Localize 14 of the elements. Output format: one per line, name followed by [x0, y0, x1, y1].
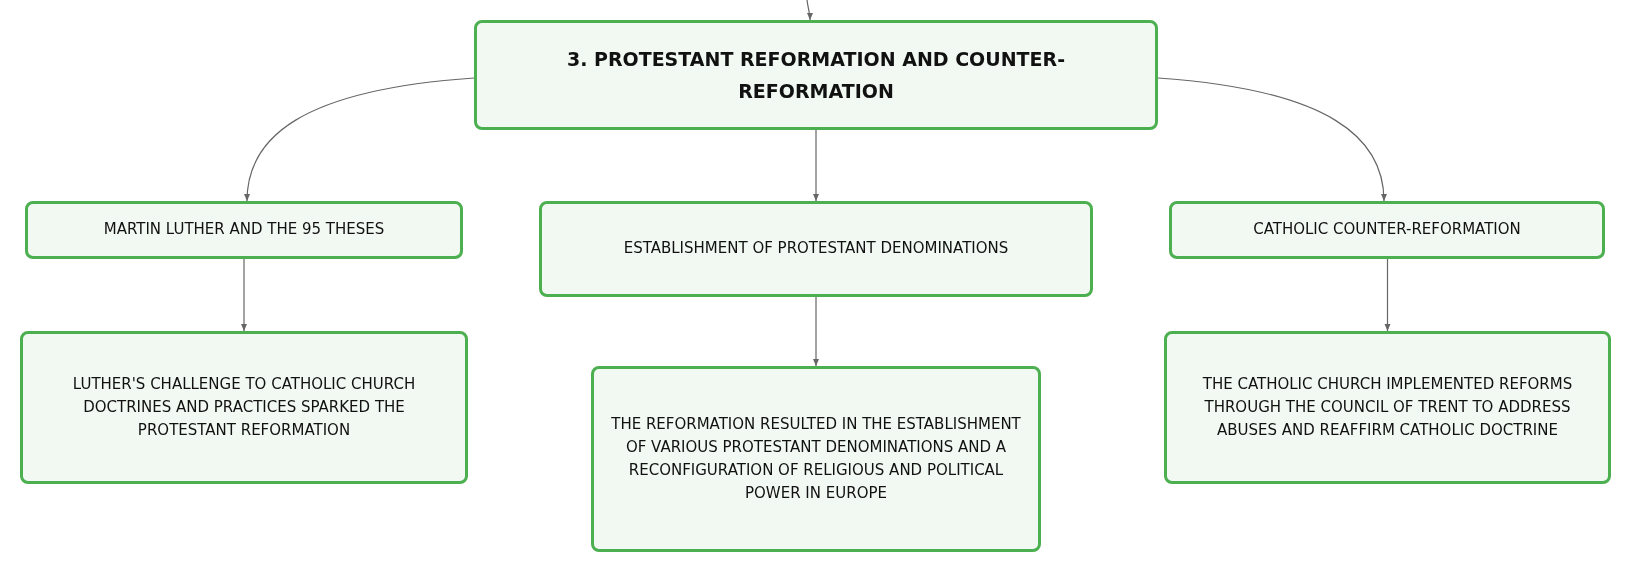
connector-arrow — [813, 296, 819, 367]
connector-arrow — [244, 77, 475, 202]
topic-box: 3. PROTESTANT REFORMATION AND COUNTER-REFORMATION — [474, 20, 1158, 130]
subtopic-box: ESTABLISHMENT OF PROTESTANT DENOMINATIONS — [539, 201, 1093, 297]
subtopic-box: THE CATHOLIC CHURCH IMPLEMENTED REFORMS THROUGH THE COUNCIL OF TRENT TO ADDRESS ABUSES AND REAFFIRM CATHOLIC DOCTRINE — [1164, 331, 1611, 484]
subtopic-box: CATHOLIC COUNTER-REFORMATION — [1169, 201, 1605, 259]
subtopic-box: LUTHER'S CHALLENGE TO CATHOLIC CHURCH DOCTRINES AND PRACTICES SPARKED THE PROTESTANT REFORMATION — [20, 331, 468, 484]
connector-arrow — [1157, 77, 1387, 202]
connector-arrow — [813, 129, 819, 202]
connector-arrow — [806, 0, 813, 21]
subtopic-box: THE REFORMATION RESULTED IN THE ESTABLISHMENT OF VARIOUS PROTESTANT DENOMINATIONS AND A RECONFIGURATION OF RELIGIOUS AND POLITICAL POWER IN EUROPE — [591, 366, 1041, 552]
connector-arrow — [1384, 258, 1391, 332]
connector-arrow — [241, 258, 247, 332]
subtopic-box: MARTIN LUTHER AND THE 95 THESES — [25, 201, 463, 259]
